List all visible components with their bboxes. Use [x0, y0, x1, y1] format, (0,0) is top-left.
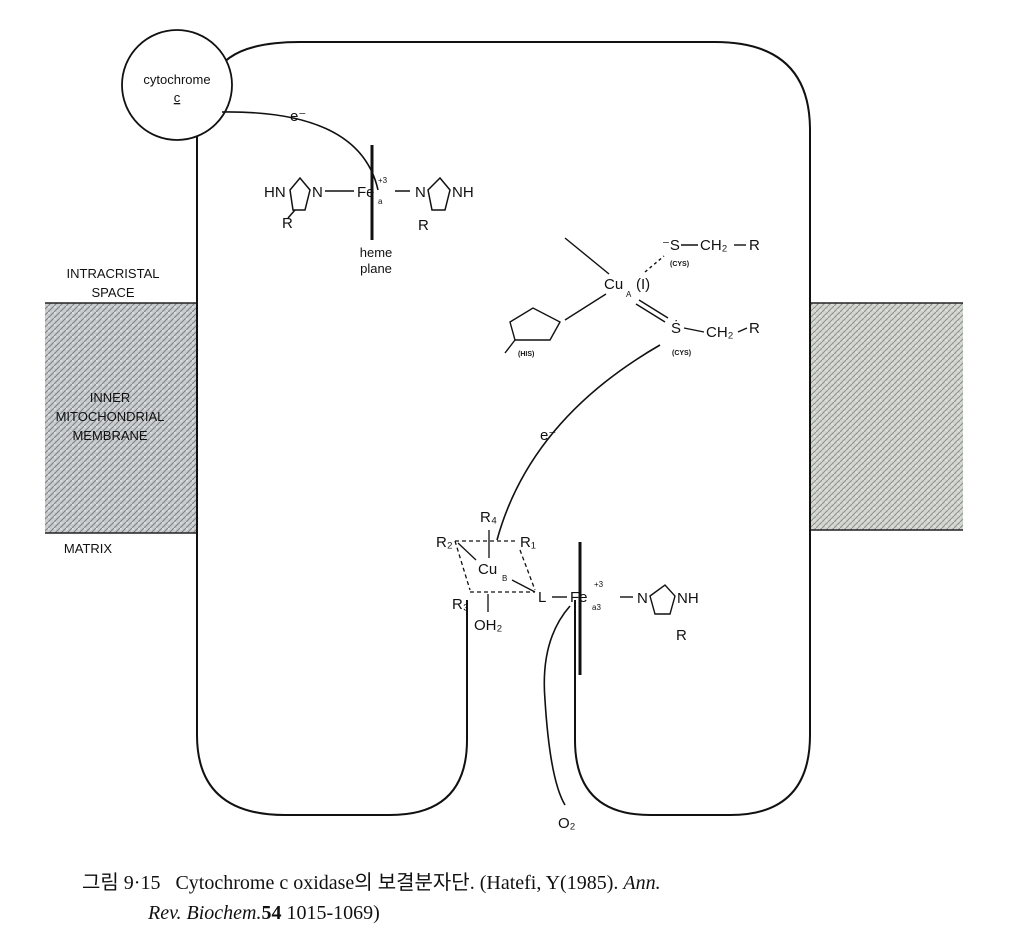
r2-label: R₂ [436, 534, 453, 551]
matrix-label: MATRIX [64, 541, 112, 556]
s-minus-label: ⁻S [662, 237, 680, 254]
pages: 1015-1069) [286, 902, 380, 924]
reference: (Hatefi, Y(1985). [479, 872, 619, 894]
fe-a3-label: Fe [570, 589, 588, 606]
electron-path-2 [496, 344, 661, 541]
cytochrome-label: cytochrome [143, 72, 210, 87]
nh-label-2: NH [677, 590, 699, 607]
electron-label-1: e⁻ [290, 108, 306, 125]
cys-label-2: (CYS) [672, 350, 691, 357]
hn-label: HN [264, 184, 286, 201]
heme-label: heme [360, 245, 393, 260]
journal-2: Rev. Biochem. [148, 902, 262, 924]
figure-title: Cytochrome c oxidase의 보결분자단. [175, 872, 475, 894]
cub-sub: B [502, 574, 507, 583]
s-dot-label: Ṡ [671, 319, 681, 337]
r-label-5: R [676, 627, 687, 644]
cua-label: Cu [604, 276, 623, 293]
fe-a-sub: a [378, 197, 383, 206]
space-label: SPACE [91, 285, 134, 300]
n-label-2: N [415, 184, 426, 201]
n-label-3: N [637, 590, 648, 607]
l-label: L [538, 589, 546, 606]
journal-1: Ann. [623, 872, 661, 894]
ch2-label-1: CH₂ [700, 237, 728, 254]
fe-a-label: Fe [357, 184, 375, 201]
ch2-label-2: CH₂ [706, 324, 734, 341]
mitochondrial-label: MITOCHONDRIAL [56, 409, 165, 424]
figure-number: 그림 9·15 [82, 872, 161, 894]
his-label: (HIS) [518, 351, 534, 358]
membrane-left [45, 303, 197, 533]
enzyme-outline [196, 41, 811, 816]
cua-sub: A [626, 290, 632, 299]
inner-label: INNER [90, 390, 130, 405]
electron-label-2: e⁻ [540, 427, 556, 444]
r-label: R [282, 215, 293, 232]
intracristal-label: INTRACRISTAL [67, 266, 160, 281]
r1-label: R₁ [520, 534, 536, 551]
volume: 54 [261, 902, 282, 924]
r-label-2: R [418, 217, 429, 234]
cytochrome-c-label: c [174, 90, 181, 105]
membrane-label: MEMBRANE [72, 428, 147, 443]
r-label-3: R [749, 237, 760, 254]
membrane-right [810, 303, 963, 530]
plane-label: plane [360, 261, 392, 276]
fe-a-charge: +3 [378, 176, 388, 185]
oh2-label: OH₂ [474, 617, 503, 634]
n-label: N [312, 184, 323, 201]
cys-label-1: (CYS) [670, 261, 689, 268]
r3-label: R₃ [452, 596, 469, 613]
fe-a3-charge: +3 [594, 580, 604, 589]
r-label-4: R [749, 320, 760, 337]
cua-oxidation: (I) [636, 276, 650, 293]
r4-label: R₄ [480, 509, 497, 526]
nh-label: NH [452, 184, 474, 201]
cub-label: Cu [478, 561, 497, 578]
fe-a3-sub: a3 [592, 603, 601, 612]
o2-path [543, 605, 571, 806]
figure-caption: 그림 9·15 Cytochrome c oxidase의 보결분자단. (Ha… [82, 868, 661, 928]
cytochrome-c [121, 29, 233, 141]
o2-label: O₂ [558, 815, 576, 832]
